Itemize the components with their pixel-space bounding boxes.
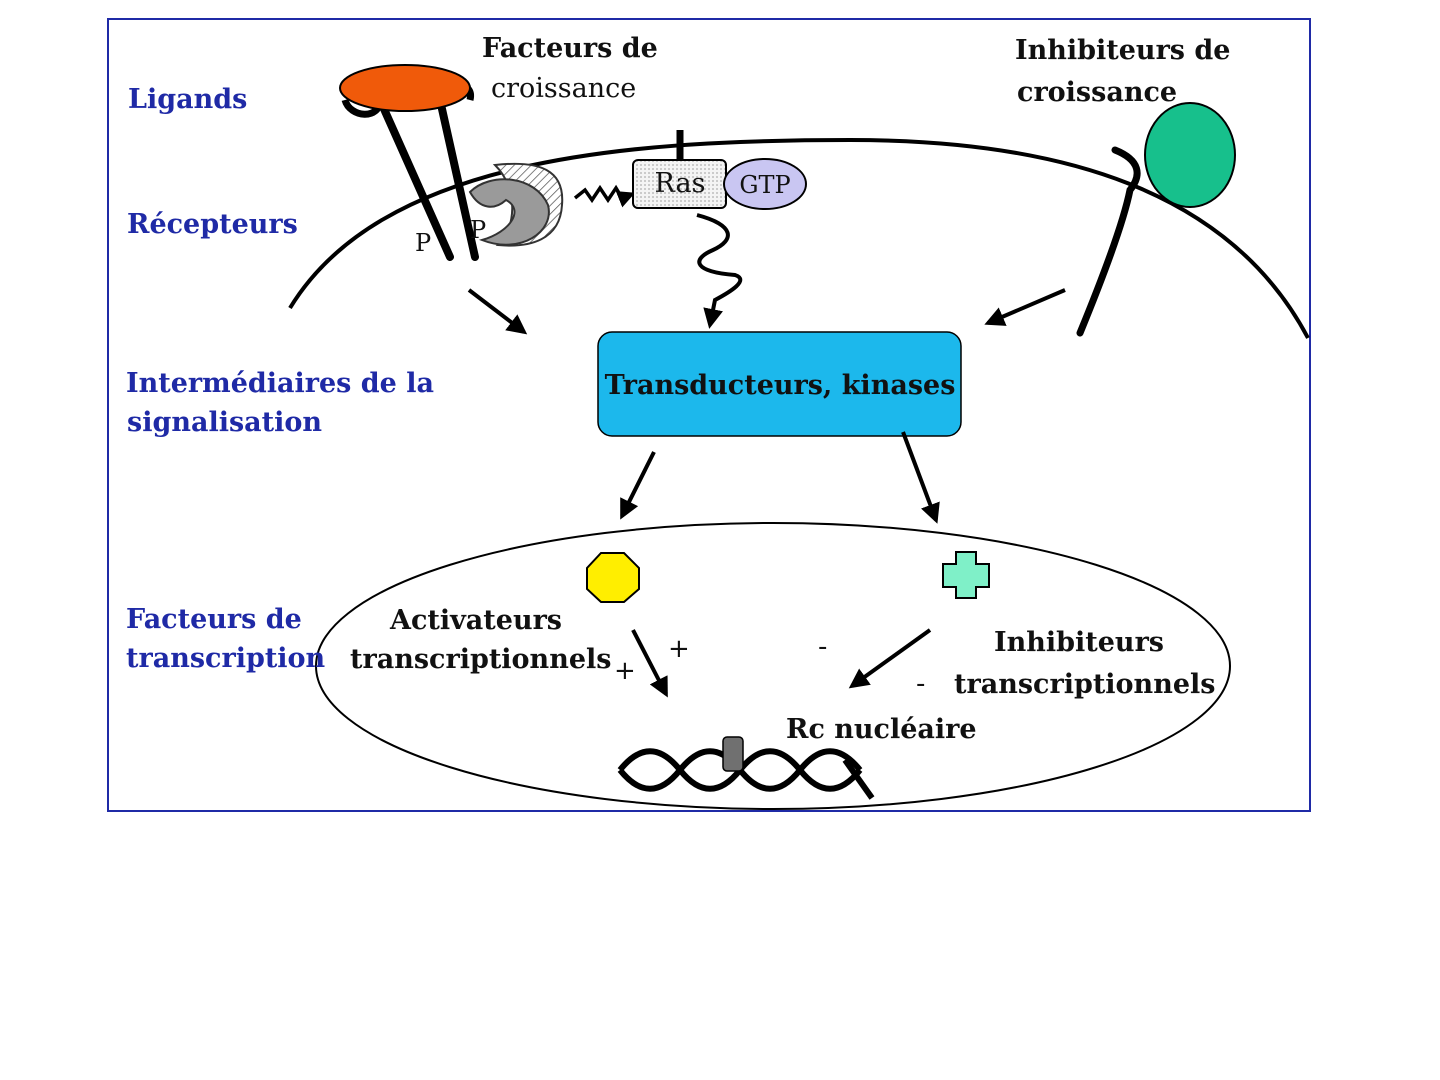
gtp-label: GTP	[739, 171, 790, 199]
side-label-facteurs-transcription-1: Facteurs de	[126, 604, 302, 635]
activator-octagon	[587, 553, 639, 602]
phospho-label-2: P	[470, 216, 486, 244]
side-label-ligands: Ligands	[128, 84, 247, 115]
growth-inhibitors-label-2: croissance	[1017, 77, 1177, 108]
growth-factors-label-1: Facteurs de	[482, 33, 658, 64]
activators-label-1: Activateurs	[389, 605, 562, 636]
side-label-intermediaires-2: signalisation	[127, 407, 322, 438]
side-label-intermediaires-1: Intermédiaires de la	[126, 368, 434, 399]
growth-inhibitor-ligand	[1145, 103, 1235, 207]
minus-sign-2: -	[916, 669, 925, 699]
nuclear-receptor-marker	[723, 737, 743, 771]
growth-inhibitors-label-1: Inhibiteurs de	[1015, 35, 1230, 66]
transducers-label: Transducteurs, kinases	[605, 370, 956, 401]
nuclear-receptor-label: Rc nucléaire	[786, 714, 977, 745]
growth-factors-label-2: croissance	[491, 73, 636, 104]
inhibitors-label-2: transcriptionnels	[954, 669, 1215, 700]
plus-sign-2: +	[614, 656, 636, 686]
ras-label: Ras	[655, 168, 706, 199]
phospho-label-1: P	[415, 229, 431, 257]
side-label-facteurs-transcription-2: transcription	[126, 643, 326, 674]
minus-sign-1: -	[818, 632, 827, 662]
inhibitors-label-1: Inhibiteurs	[994, 627, 1164, 658]
activators-label-2: transcriptionnels	[350, 644, 611, 675]
growth-factor-ligand	[340, 65, 470, 111]
side-label-recepteurs: Récepteurs	[127, 209, 298, 240]
plus-sign-1: +	[668, 634, 690, 664]
